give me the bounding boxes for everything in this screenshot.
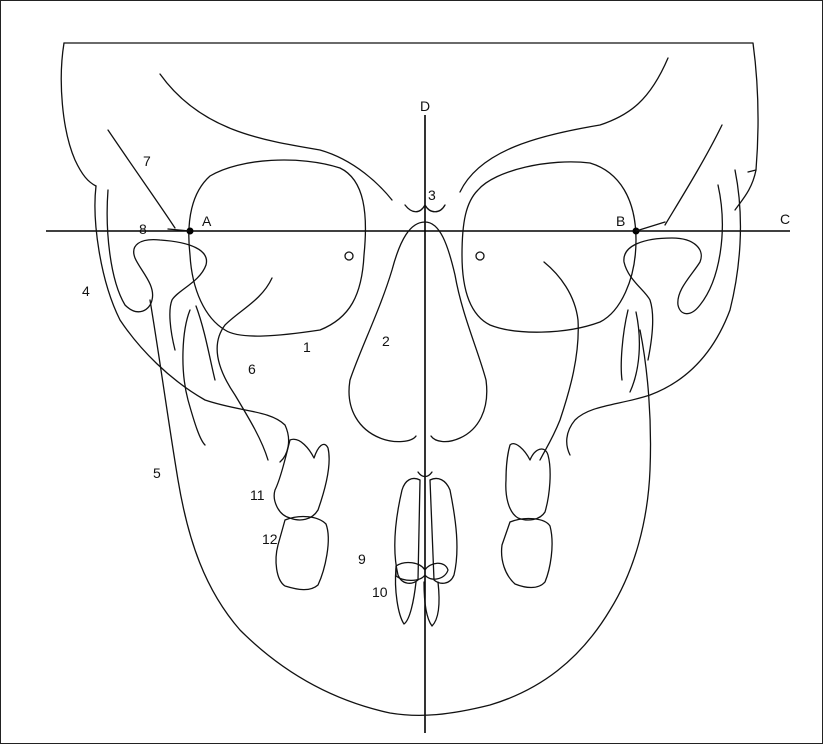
left-upper-molar — [274, 439, 329, 520]
right-upper-molar — [506, 444, 550, 520]
left-central-incisor — [395, 478, 420, 583]
left-infraorbital-foramen — [345, 252, 353, 260]
right-coronoid — [630, 312, 639, 392]
right-maxilla-curve — [540, 262, 578, 460]
label-c: C — [780, 211, 790, 227]
label-6: 6 — [248, 361, 256, 377]
label-1: 1 — [303, 339, 311, 355]
label-9: 9 — [358, 551, 366, 567]
label-a: A — [202, 213, 212, 229]
left-coronoid-2 — [196, 306, 215, 380]
label-7: 7 — [143, 153, 151, 169]
nasal-aperture — [349, 222, 425, 442]
left-maxilla-curve — [217, 278, 272, 460]
label-2: 2 — [382, 333, 390, 349]
right-inner-cranial-arc — [460, 58, 668, 192]
right-central-incisor — [430, 478, 457, 583]
left-coronoid — [183, 310, 205, 445]
cranium-left-side — [61, 43, 96, 186]
label-4: 4 — [82, 283, 90, 299]
left-zygomatic-outer — [95, 186, 289, 462]
left-orbit — [189, 160, 366, 336]
label-8: 8 — [139, 221, 147, 237]
nasal-aperture-right — [425, 222, 487, 442]
left-inner-cranial-arc — [160, 74, 392, 200]
incisor-contact — [396, 563, 448, 581]
right-coronoid-2 — [621, 310, 628, 380]
lower-right-incisor — [424, 582, 439, 626]
label-3: 3 — [428, 187, 436, 203]
cranium-top-outline — [64, 43, 758, 172]
label-12: 12 — [262, 531, 278, 547]
right-lower-molar — [502, 519, 553, 588]
label-b: B — [616, 213, 625, 229]
right-temporal-line — [665, 125, 722, 225]
right-frontozygomatic-line — [636, 222, 665, 231]
label-d: D — [420, 98, 430, 114]
left-temporal-line — [108, 130, 175, 228]
label-11: 11 — [250, 487, 265, 503]
label-5: 5 — [153, 465, 161, 481]
right-orbit — [462, 162, 636, 332]
label-10: 10 — [372, 584, 388, 600]
right-zygomatic-outer — [567, 170, 741, 455]
right-infraorbital-foramen — [476, 252, 484, 260]
left-lower-molar — [276, 517, 328, 590]
